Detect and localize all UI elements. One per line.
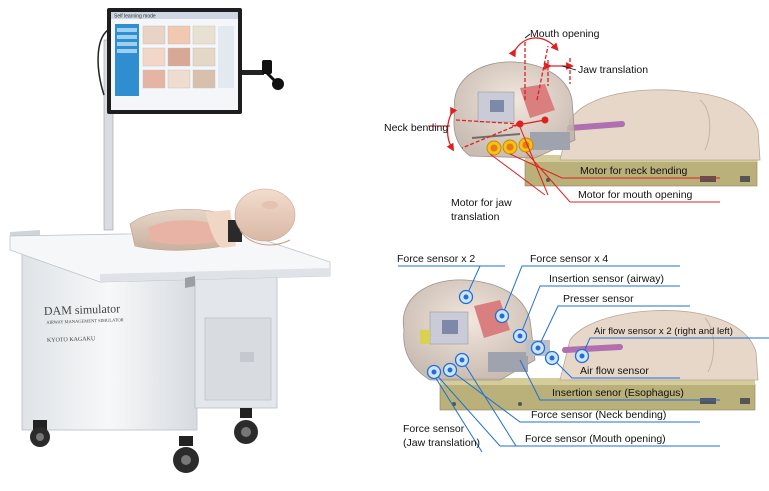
sensor-diagram-tube [562,344,623,353]
sensor-diagram-head [402,279,550,381]
motion-label-pointers [524,33,577,71]
label-force-jaw-line1: Force sensor [403,423,465,435]
label-insertion-esophagus: Insertion senor (Esophagus) [552,387,684,399]
sensor-markers [426,289,590,380]
sensor-diagram-torso [559,310,759,381]
force-mouth-marker [442,362,458,378]
presser-sensor-marker [530,340,546,356]
motor-mouth-opening [518,137,534,153]
monitor: Self learning mode [107,8,242,114]
label-motor-jaw-line1: Motor for jaw [451,197,512,209]
air-flow-x2-marker [574,348,590,364]
sensor-callout-lines [398,265,769,453]
brand-title: DAM simulator [44,301,121,318]
force-jaw-marker [426,364,442,380]
wheel-rear-right [234,408,258,444]
motor-diagram-torso [559,89,761,161]
force-sensor-x2-marker [458,289,474,305]
motion-indicators [446,37,574,152]
label-force-mouth-opening: Force sensor (Mouth opening) [525,433,666,445]
screen-header-text: Self learning mode [114,14,156,20]
label-motor-neck-bending: Motor for neck bending [580,165,688,177]
force-sensor-x4-marker [494,308,510,324]
motor-diagram: Mouth opening Jaw translation Neck bendi… [384,28,761,223]
sensor-diagram-base [439,378,756,411]
label-insertion-airway: Insertion sensor (airway) [549,273,664,285]
brand-subtitle: AIRWAY MANAGEMENT SIMULATOR [46,317,124,325]
motor-neck-bending [502,139,518,155]
motor-callout-lines [428,125,720,203]
label-force-sensor-x2: Force sensor x 2 [397,253,475,265]
brand-maker: KYOTO KAGAKU [47,336,96,344]
sensor-diagram: Force sensor x 2 Force sensor x 4 Insert… [397,253,769,453]
wheel-front-left [30,420,50,447]
cabinet: DAM simulator AIRWAY MANAGEMENT SIMULATO… [9,230,331,473]
label-force-neck-bending: Force sensor (Neck bending) [531,409,666,421]
label-air-flow-x2: Air flow sensor x 2 (right and left) [594,326,733,337]
motor-diagram-tube [567,121,625,131]
pivot-dot [516,120,524,128]
label-motor-jaw-line2: translation [451,211,500,223]
motor-jaw-translation [486,140,502,156]
neck-bending-arrow [455,119,521,149]
label-jaw-translation: Jaw translation [578,64,648,76]
mannequin [129,188,296,251]
brand-label: DAM simulator AIRWAY MANAGEMENT SIMULATO… [44,301,124,344]
label-presser-sensor: Presser sensor [563,293,634,305]
label-mouth-opening: Mouth opening [530,28,600,40]
label-force-sensor-x4: Force sensor x 4 [530,253,608,265]
motor-diagram-head [453,61,576,159]
monitor-cable [97,29,109,96]
label-air-flow: Air flow sensor [580,365,649,377]
label-neck-bending: Neck bending [384,122,448,134]
label-motor-mouth-opening: Motor for mouth opening [578,189,693,201]
insertion-airway-marker [512,328,528,344]
pivot-dot [541,116,549,124]
label-force-jaw-line2: (Jaw translation) [403,437,480,449]
simulator-unit: Self learning mode [9,8,331,473]
wheel-front-right [173,436,199,473]
force-neck-marker [454,352,470,368]
camera [242,60,284,90]
air-flow-marker [544,350,560,366]
